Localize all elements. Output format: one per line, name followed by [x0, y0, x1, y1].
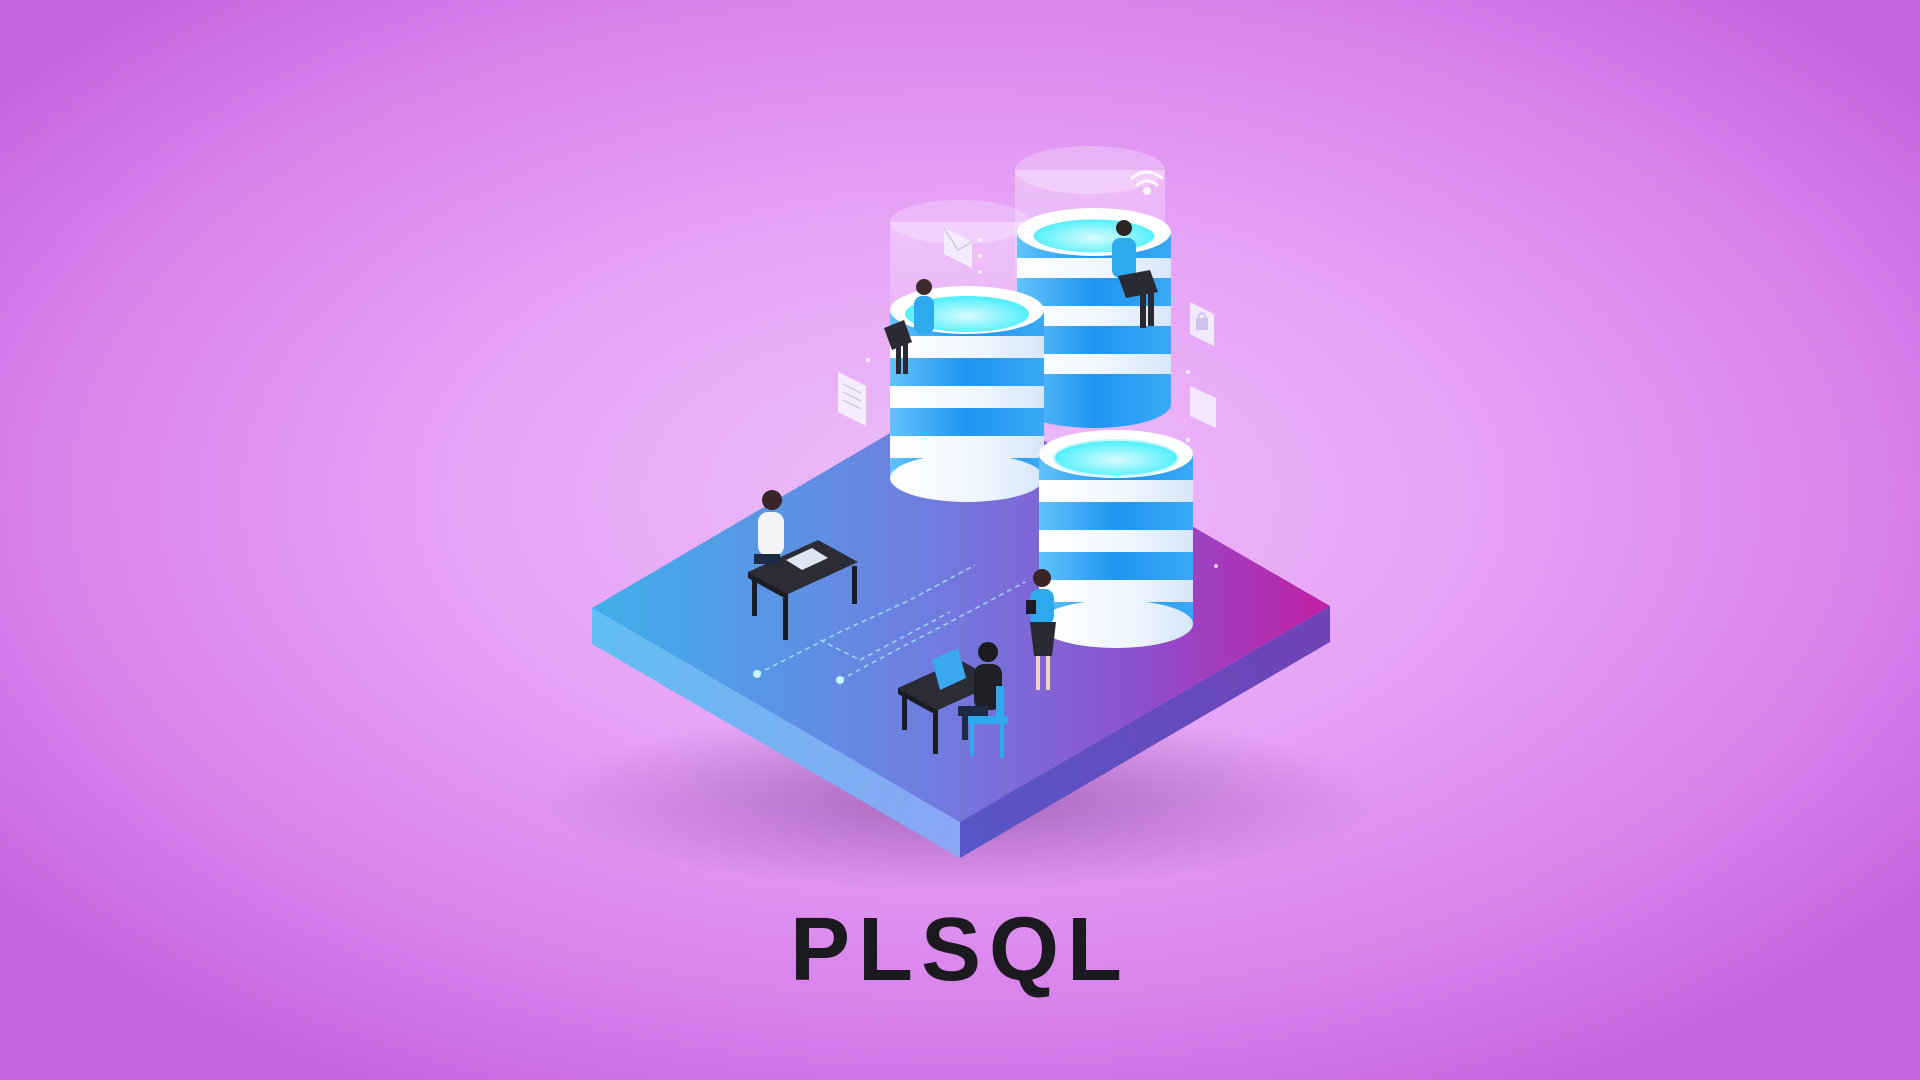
desk-left — [748, 490, 858, 640]
page-title: PLSQL — [789, 900, 1130, 1000]
envelope-icon — [943, 227, 973, 268]
circuit-lines — [756, 564, 1026, 681]
document-icon — [838, 372, 866, 426]
standing-person — [1026, 569, 1056, 690]
person-on-left-stack — [884, 279, 934, 374]
document-icon-2 — [1190, 386, 1216, 428]
person-on-back-stack — [1112, 220, 1158, 328]
database-stack-front — [1039, 430, 1193, 648]
lock-icon — [1190, 302, 1214, 346]
platform-left-side — [592, 608, 960, 858]
circuit-nodes — [753, 670, 844, 684]
desk-right — [898, 642, 1008, 758]
wifi-icon — [1130, 170, 1164, 195]
database-stack-left — [890, 286, 1044, 502]
platform-right-side — [960, 606, 1330, 858]
